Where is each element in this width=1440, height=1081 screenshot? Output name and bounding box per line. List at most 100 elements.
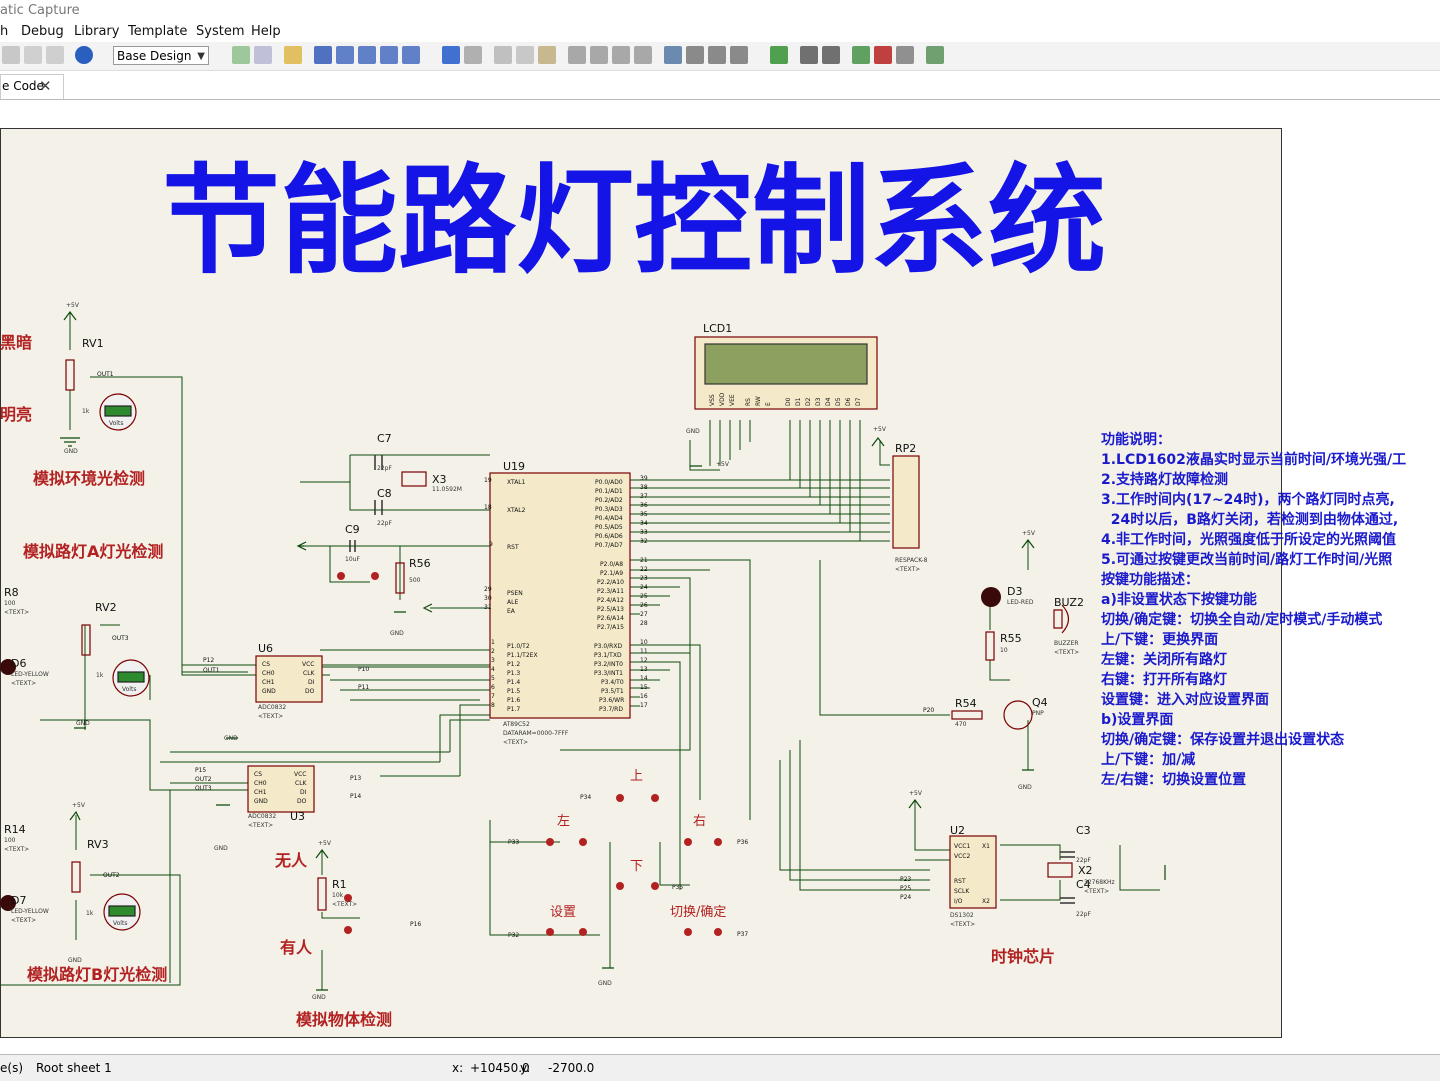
block-delete-icon[interactable] — [634, 46, 652, 64]
tab-source-code[interactable]: e Code ✕ — [0, 74, 64, 99]
schematic-canvas[interactable]: 节能路灯控制系统 黑暗 明亮 模拟环境光检测 模拟路灯A灯光检测 模拟路灯B灯光… — [0, 100, 1440, 1054]
svg-text:5: 5 — [491, 675, 495, 682]
property-tool-icon[interactable] — [822, 46, 840, 64]
zoom-area-icon[interactable] — [402, 46, 420, 64]
push-buttons — [337, 572, 722, 936]
svg-text:P2.1/A9: P2.1/A9 — [600, 570, 623, 577]
coord-y-label: y: — [520, 1061, 531, 1075]
zoom-in-icon[interactable] — [336, 46, 354, 64]
svg-text:+5V: +5V — [66, 302, 80, 309]
paste-icon[interactable] — [538, 46, 556, 64]
svg-text:<TEXT>: <TEXT> — [258, 713, 283, 720]
ref-d6: D6 — [11, 657, 26, 670]
ref-d7: D7 — [11, 894, 26, 907]
ref-rp2: RP2 — [895, 442, 916, 455]
block-copy-icon[interactable] — [568, 46, 586, 64]
decompose-icon[interactable] — [730, 46, 748, 64]
search-icon[interactable] — [800, 46, 818, 64]
pick-device-icon[interactable] — [664, 46, 682, 64]
svg-text:OUT2: OUT2 — [195, 776, 212, 783]
svg-text:CH0: CH0 — [262, 670, 275, 677]
led-d7 — [0, 895, 16, 911]
svg-text:100: 100 — [4, 600, 16, 607]
status-sheet: Root sheet 1 — [36, 1061, 112, 1075]
svg-text:P25: P25 — [900, 885, 911, 892]
svg-text:1k: 1k — [96, 672, 104, 679]
svg-text:+5V: +5V — [716, 461, 730, 468]
grid-icon[interactable] — [2, 46, 20, 64]
r56-body — [395, 562, 405, 594]
svg-text:9: 9 — [489, 541, 493, 548]
svg-text:P0.2/AD2: P0.2/AD2 — [595, 497, 623, 504]
ref-rv3: RV3 — [87, 838, 109, 851]
svg-text:29: 29 — [484, 586, 492, 593]
zoom-all-icon[interactable] — [380, 46, 398, 64]
menu-item-system[interactable]: System — [196, 24, 245, 39]
copy-icon[interactable] — [516, 46, 534, 64]
make-device-icon[interactable] — [686, 46, 704, 64]
svg-text:CLK: CLK — [295, 780, 308, 787]
undo-icon[interactable] — [442, 46, 460, 64]
exit-parent-icon[interactable] — [896, 46, 914, 64]
redo-icon[interactable] — [464, 46, 482, 64]
svg-text:CH1: CH1 — [262, 679, 275, 686]
svg-text:34: 34 — [640, 520, 648, 527]
svg-text:RESPACK-8: RESPACK-8 — [895, 557, 928, 564]
svg-text:25: 25 — [640, 593, 648, 600]
transistor-q4 — [1003, 700, 1033, 730]
menu-item-template[interactable]: Template — [128, 24, 188, 39]
netlist-icon[interactable] — [926, 46, 944, 64]
help-icon[interactable] — [75, 46, 93, 64]
remove-sheet-icon[interactable] — [874, 46, 892, 64]
svg-text:33: 33 — [640, 529, 648, 536]
svg-text:P35: P35 — [672, 884, 683, 891]
menu-item-debug[interactable]: Debug — [21, 24, 64, 39]
refresh-icon[interactable] — [232, 46, 250, 64]
desc-line: 切换/确定键：保存设置并退出设置状态 — [1101, 731, 1344, 748]
pan-icon[interactable] — [314, 46, 332, 64]
new-sheet-icon[interactable] — [852, 46, 870, 64]
package-tool-icon[interactable] — [708, 46, 726, 64]
document-icon[interactable] — [46, 46, 64, 64]
grid-dots-icon[interactable] — [254, 46, 272, 64]
svg-text:31: 31 — [484, 604, 492, 611]
list-icon[interactable] — [24, 46, 42, 64]
svg-text:P14: P14 — [350, 793, 361, 800]
power-arrows — [60, 311, 1166, 991]
menu-item-help[interactable]: Help — [251, 24, 281, 39]
status-messages[interactable]: e(s) — [0, 1061, 23, 1075]
label-nobody: 无人 — [274, 851, 308, 870]
svg-text:DI: DI — [308, 679, 315, 686]
svg-text:470: 470 — [955, 721, 967, 728]
svg-text:D4: D4 — [825, 397, 832, 406]
block-move-icon[interactable] — [590, 46, 608, 64]
menu-item-library[interactable]: Library — [74, 24, 120, 39]
svg-text:P33: P33 — [508, 839, 519, 846]
btn-label-left: 左 — [557, 814, 570, 829]
svg-text:P10: P10 — [358, 666, 369, 673]
ref-r14: R14 — [4, 823, 26, 836]
svg-text:22pF: 22pF — [377, 520, 392, 527]
svg-text:P20: P20 — [923, 707, 934, 714]
cut-icon[interactable] — [494, 46, 512, 64]
lcd-screen — [704, 343, 868, 385]
svg-text:27: 27 — [640, 611, 648, 618]
design-select[interactable]: Base Design▼ — [113, 46, 209, 65]
block-rotate-icon[interactable] — [612, 46, 630, 64]
ic-u3-body — [247, 765, 315, 813]
label-dark: 黑暗 — [0, 333, 32, 352]
wire-autorouter-icon[interactable] — [770, 46, 788, 64]
menu-item-graph[interactable]: h — [0, 24, 9, 39]
svg-text:11: 11 — [640, 648, 648, 655]
svg-text:VCC1: VCC1 — [954, 843, 970, 850]
svg-text:E: E — [765, 402, 772, 406]
svg-text:10uF: 10uF — [345, 556, 360, 563]
origin-icon[interactable] — [284, 46, 302, 64]
ref-buz2: BUZ2 — [1054, 596, 1084, 609]
zoom-out-icon[interactable] — [358, 46, 376, 64]
r1-body — [317, 877, 327, 911]
close-icon[interactable]: ✕ — [39, 77, 52, 95]
svg-text:3: 3 — [491, 657, 495, 664]
ref-r55: R55 — [1000, 632, 1022, 645]
svg-text:XTAL2: XTAL2 — [507, 507, 526, 514]
